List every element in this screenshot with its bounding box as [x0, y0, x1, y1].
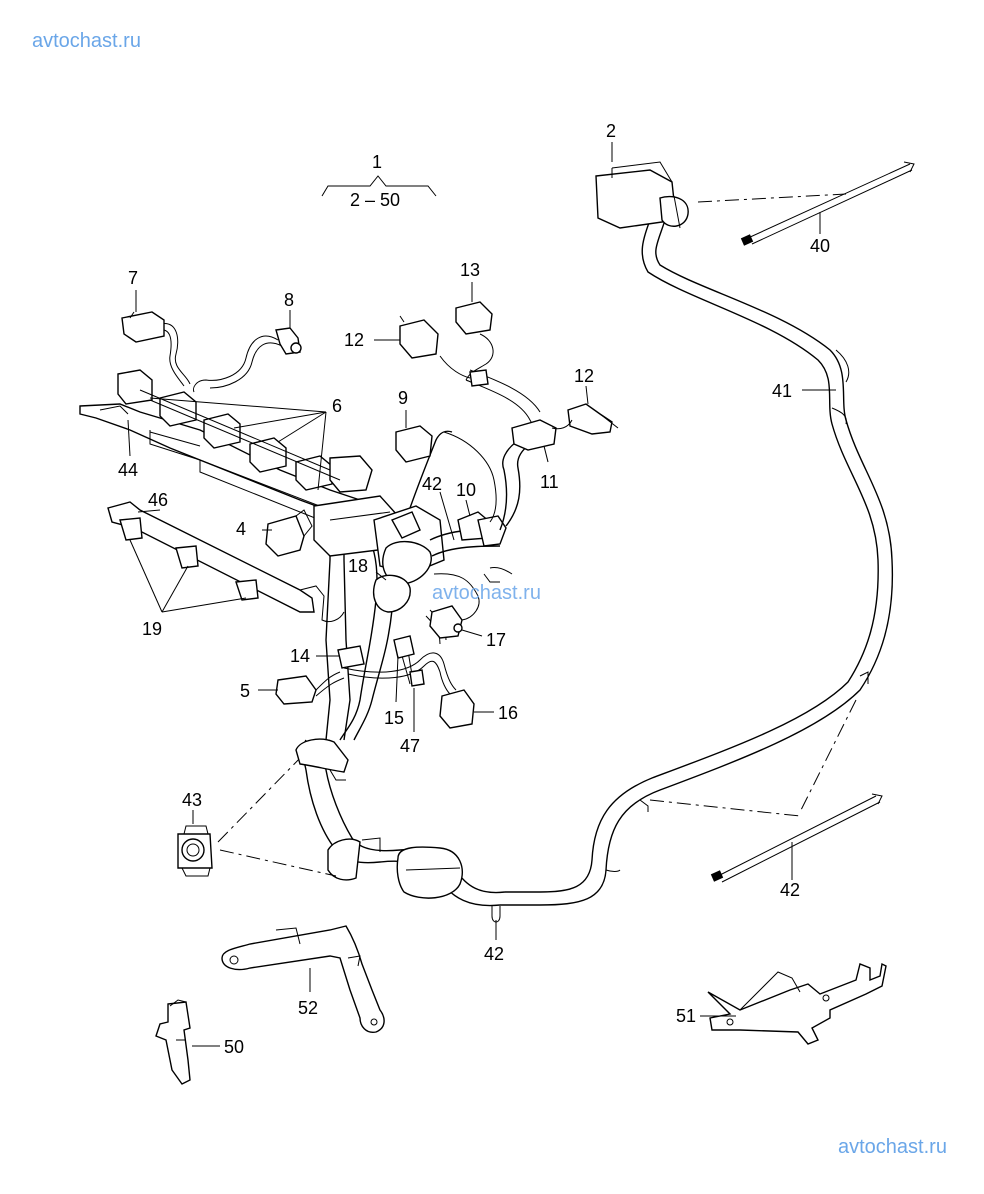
callout-8: 8 [284, 290, 294, 310]
connector-2 [595, 161, 689, 229]
callout-16: 16 [498, 703, 518, 723]
group-range: 2 – 50 [350, 190, 400, 210]
connector-12-right [567, 403, 619, 435]
callout-42-bottom: 42 [484, 944, 504, 964]
callout-12-right: 12 [574, 366, 594, 386]
callout-2: 2 [606, 121, 616, 141]
callout-44: 44 [118, 460, 138, 480]
callout-47: 47 [400, 736, 420, 756]
callout-42-top: 42 [422, 474, 442, 494]
group-number: 1 [372, 152, 382, 172]
callout-17: 17 [486, 630, 506, 650]
callout-41: 41 [772, 381, 792, 401]
callout-50: 50 [224, 1037, 244, 1057]
bracket-52 [221, 925, 385, 1033]
callout-5: 5 [240, 681, 250, 701]
callout-9: 9 [398, 388, 408, 408]
connector-11 [511, 419, 573, 451]
connector-7 [121, 311, 165, 343]
lower-harness-loop [302, 739, 506, 923]
clip-50 [155, 999, 191, 1085]
connector-16 [439, 689, 475, 729]
connector-5 [275, 675, 317, 705]
callout-7: 7 [128, 268, 138, 288]
callout-18: 18 [348, 556, 368, 576]
connector-17 [429, 605, 463, 639]
callout-51: 51 [676, 1006, 696, 1026]
callout-52: 52 [298, 998, 318, 1018]
callout-19: 19 [142, 619, 162, 639]
main-harness-41 [500, 209, 894, 906]
callout-12-left: 12 [344, 330, 364, 350]
sensor-8 [275, 327, 302, 355]
cable-tie-42-right [710, 793, 883, 883]
watermark-bottom: avtochast.ru [838, 1136, 947, 1158]
engine-harness-body [79, 323, 541, 781]
callout-11: 11 [540, 472, 559, 492]
callout-6: 6 [332, 396, 342, 416]
bracket-51 [707, 962, 887, 1045]
callout-14: 14 [290, 646, 310, 666]
clip-43 [177, 825, 213, 877]
cable-tie-40 [740, 161, 915, 246]
watermark-middle: avtochast.ru [432, 582, 541, 604]
connector-13 [455, 301, 493, 335]
callout-13: 13 [460, 260, 480, 280]
callout-40: 40 [810, 236, 830, 256]
callout-4: 4 [236, 519, 246, 539]
callout-43: 43 [182, 790, 202, 810]
callout-46: 46 [148, 490, 168, 510]
group-bracket [321, 175, 437, 197]
watermark-top: avtochast.ru [32, 30, 141, 52]
callout-15: 15 [384, 708, 404, 728]
callout-42-right: 42 [780, 880, 800, 900]
callout-10: 10 [456, 480, 476, 500]
connector-12-left [399, 315, 439, 359]
connector-9 [395, 425, 433, 463]
